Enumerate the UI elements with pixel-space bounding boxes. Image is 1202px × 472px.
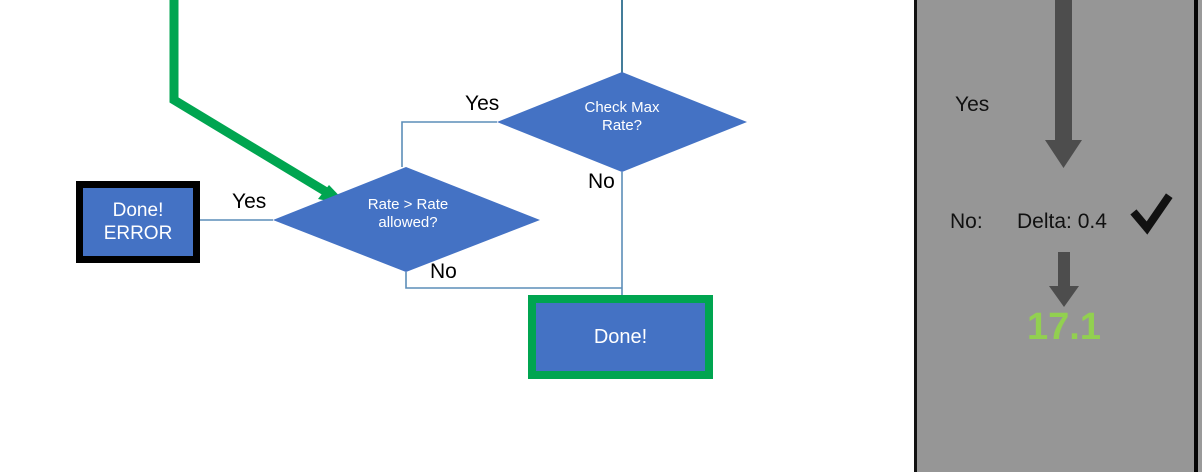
flowchart-canvas — [169, 0, 747, 298]
connector-rategt-no — [405, 272, 622, 289]
value-panel-arrows — [1045, 0, 1173, 307]
panel-yes-label: Yes — [955, 93, 990, 116]
done-error-line2: ERROR — [103, 223, 173, 244]
panel-far-right-strip — [1198, 0, 1202, 472]
terminal-done-error-label: Done! ERROR — [104, 199, 173, 245]
terminal-done[interactable]: Done! — [528, 295, 713, 379]
panel-right-edge — [1194, 0, 1198, 472]
check-mark-icon — [1130, 193, 1173, 235]
panel-delta-label: Delta: 0.4 — [1017, 210, 1107, 233]
panel-result-value: 17.1 — [1027, 306, 1101, 348]
arrow-down-top-icon — [1045, 0, 1082, 168]
edge-label-rategt-yes: Yes — [232, 190, 267, 213]
highlight-path — [169, 0, 336, 200]
terminal-done-label: Done! — [593, 325, 648, 348]
value-panel: Yes No: Delta: 0.4 17.1 — [917, 0, 1194, 472]
arrow-down-bottom-icon — [1049, 252, 1079, 307]
terminal-done-error[interactable]: Done! ERROR — [76, 181, 200, 263]
done-error-line1: Done! — [112, 199, 164, 221]
decision-rate-greater-than[interactable] — [273, 167, 540, 272]
edge-label-checkmax-yes: Yes — [465, 92, 500, 115]
connector-checkmax-yes — [401, 121, 497, 167]
panel-no-label: No: — [950, 210, 983, 233]
edge-label-checkmax-no: No — [588, 170, 615, 193]
edge-label-rategt-no: No — [430, 260, 457, 283]
flowchart-panel: Rate > Rate allowed? Check Max Rate? Don… — [76, 0, 747, 379]
panel-divider — [914, 0, 917, 472]
decision-check-max-rate[interactable] — [497, 72, 747, 172]
